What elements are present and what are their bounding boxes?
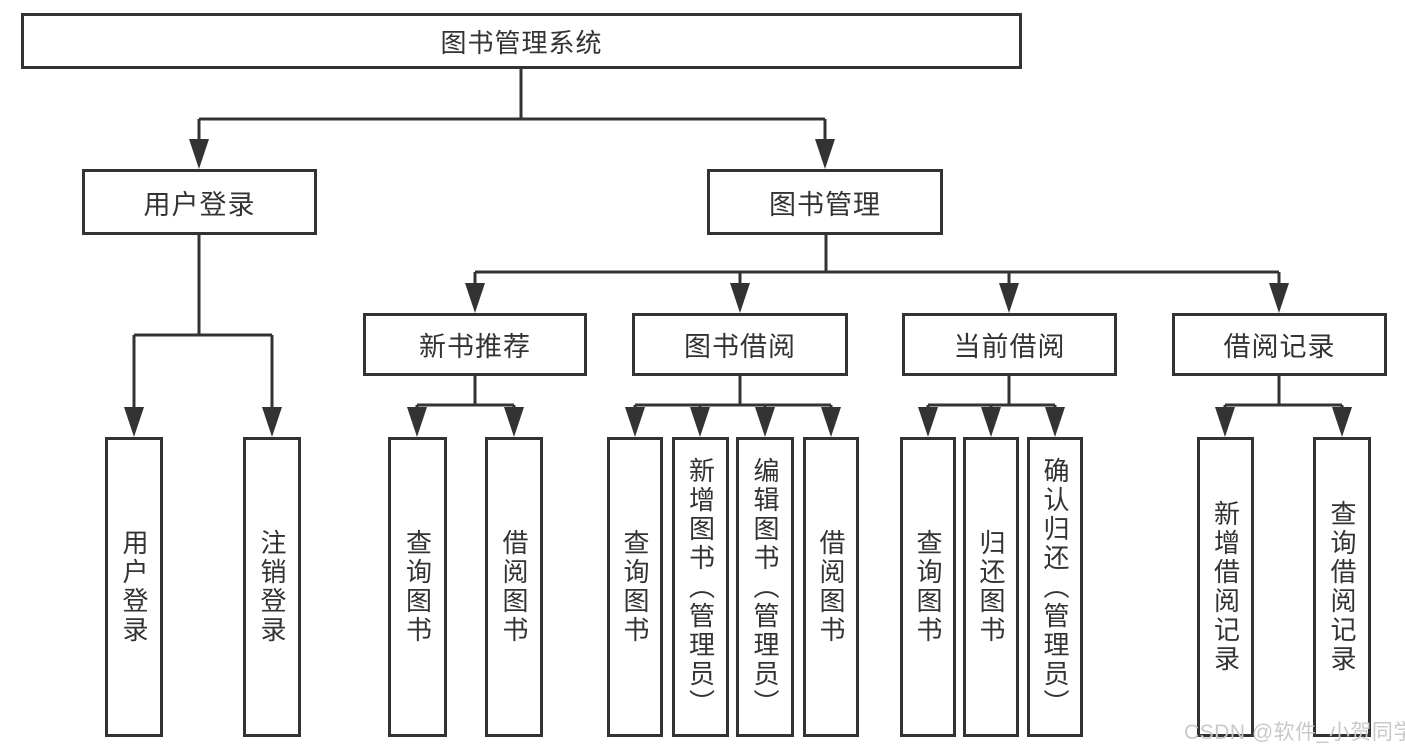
leaf-borrow-books-recommend: 借阅图书	[485, 437, 543, 737]
connector-current-borrow-children	[926, 376, 1057, 410]
arrow-down-icon	[625, 407, 645, 437]
connector-borrow-records-children	[1223, 376, 1344, 410]
node-library-management-system: 图书管理系统	[21, 13, 1022, 69]
leaf-add-books-admin: 新增图书（管理员）	[672, 437, 729, 737]
node-book-management-branch: 图书管理	[707, 169, 943, 235]
arrow-down-icon	[504, 407, 524, 437]
leaf-query-borrow-record: 查询借阅记录	[1313, 437, 1371, 737]
node-label: 编辑图书（管理员）	[750, 456, 780, 718]
node-label: 新增借阅记录	[1210, 500, 1241, 674]
leaf-confirm-return-admin: 确认归还（管理员）	[1027, 437, 1083, 737]
node-label: 新增图书（管理员）	[685, 456, 716, 718]
arrow-down-icon	[1332, 407, 1352, 437]
leaf-return-books: 归还图书	[963, 437, 1019, 737]
leaf-edit-books-admin: 编辑图书（管理员）	[736, 437, 794, 737]
arrow-down-icon	[1045, 407, 1065, 437]
arrow-down-icon	[465, 283, 485, 313]
node-label: 新书推荐	[419, 332, 531, 362]
leaf-borrow-books: 借阅图书	[803, 437, 859, 737]
arrow-down-icon	[1215, 407, 1235, 437]
arrow-down-icon	[407, 407, 427, 437]
arrow-down-icon	[730, 283, 750, 313]
arrow-down-icon	[189, 139, 209, 169]
node-label: 当前借阅	[953, 332, 1066, 362]
connector-user-login-children	[132, 235, 274, 410]
arrow-down-icon	[690, 407, 710, 437]
node-label: 用户登录	[143, 189, 256, 220]
leaf-query-books-borrow: 查询图书	[607, 437, 663, 737]
node-label: 查询图书	[913, 529, 943, 645]
node-label: 图书管理系统	[440, 27, 603, 58]
node-current-borrow: 当前借阅	[902, 313, 1117, 376]
arrow-down-icon	[821, 407, 841, 437]
arrow-down-icon	[918, 407, 938, 437]
node-book-borrow: 图书借阅	[632, 313, 848, 376]
leaf-user-login: 用户登录	[105, 437, 163, 737]
connector-book-borrow-children	[633, 376, 833, 410]
arrow-down-icon	[999, 283, 1019, 313]
node-label: 归还图书	[976, 529, 1006, 645]
node-label: 图书借阅	[684, 332, 796, 362]
node-label: 借阅图书	[499, 529, 529, 645]
node-label: 注销登录	[257, 529, 287, 645]
node-user-login-branch: 用户登录	[82, 169, 317, 235]
connector-book-mgmt-groups	[473, 235, 1281, 286]
leaf-query-books-current: 查询图书	[900, 437, 956, 737]
node-label: 借阅图书	[816, 529, 846, 645]
csdn-watermark: CSDN @软件_小贺同学	[1184, 721, 1405, 744]
node-new-book-recommend: 新书推荐	[363, 313, 587, 376]
leaf-add-borrow-record: 新增借阅记录	[1197, 437, 1254, 737]
connector-new-book-children	[415, 376, 516, 410]
arrow-down-icon	[1269, 283, 1289, 313]
leaf-query-books-recommend: 查询图书	[388, 437, 447, 737]
node-label: 确认归还（管理员）	[1040, 456, 1070, 718]
leaf-logout: 注销登录	[243, 437, 301, 737]
node-label: 查询借阅记录	[1327, 500, 1357, 674]
node-label: 借阅记录	[1223, 332, 1336, 362]
node-label: 查询图书	[620, 529, 650, 645]
connector-root-to-branches	[197, 69, 827, 142]
node-label: 查询图书	[402, 529, 433, 645]
node-borrow-records: 借阅记录	[1172, 313, 1387, 376]
node-label: 用户登录	[119, 529, 149, 645]
arrow-down-icon	[815, 139, 835, 169]
arrow-down-icon	[262, 407, 282, 437]
arrow-down-icon	[124, 407, 144, 437]
arrow-down-icon	[981, 407, 1001, 437]
arrow-down-icon	[755, 407, 775, 437]
node-label: 图书管理	[769, 189, 881, 220]
